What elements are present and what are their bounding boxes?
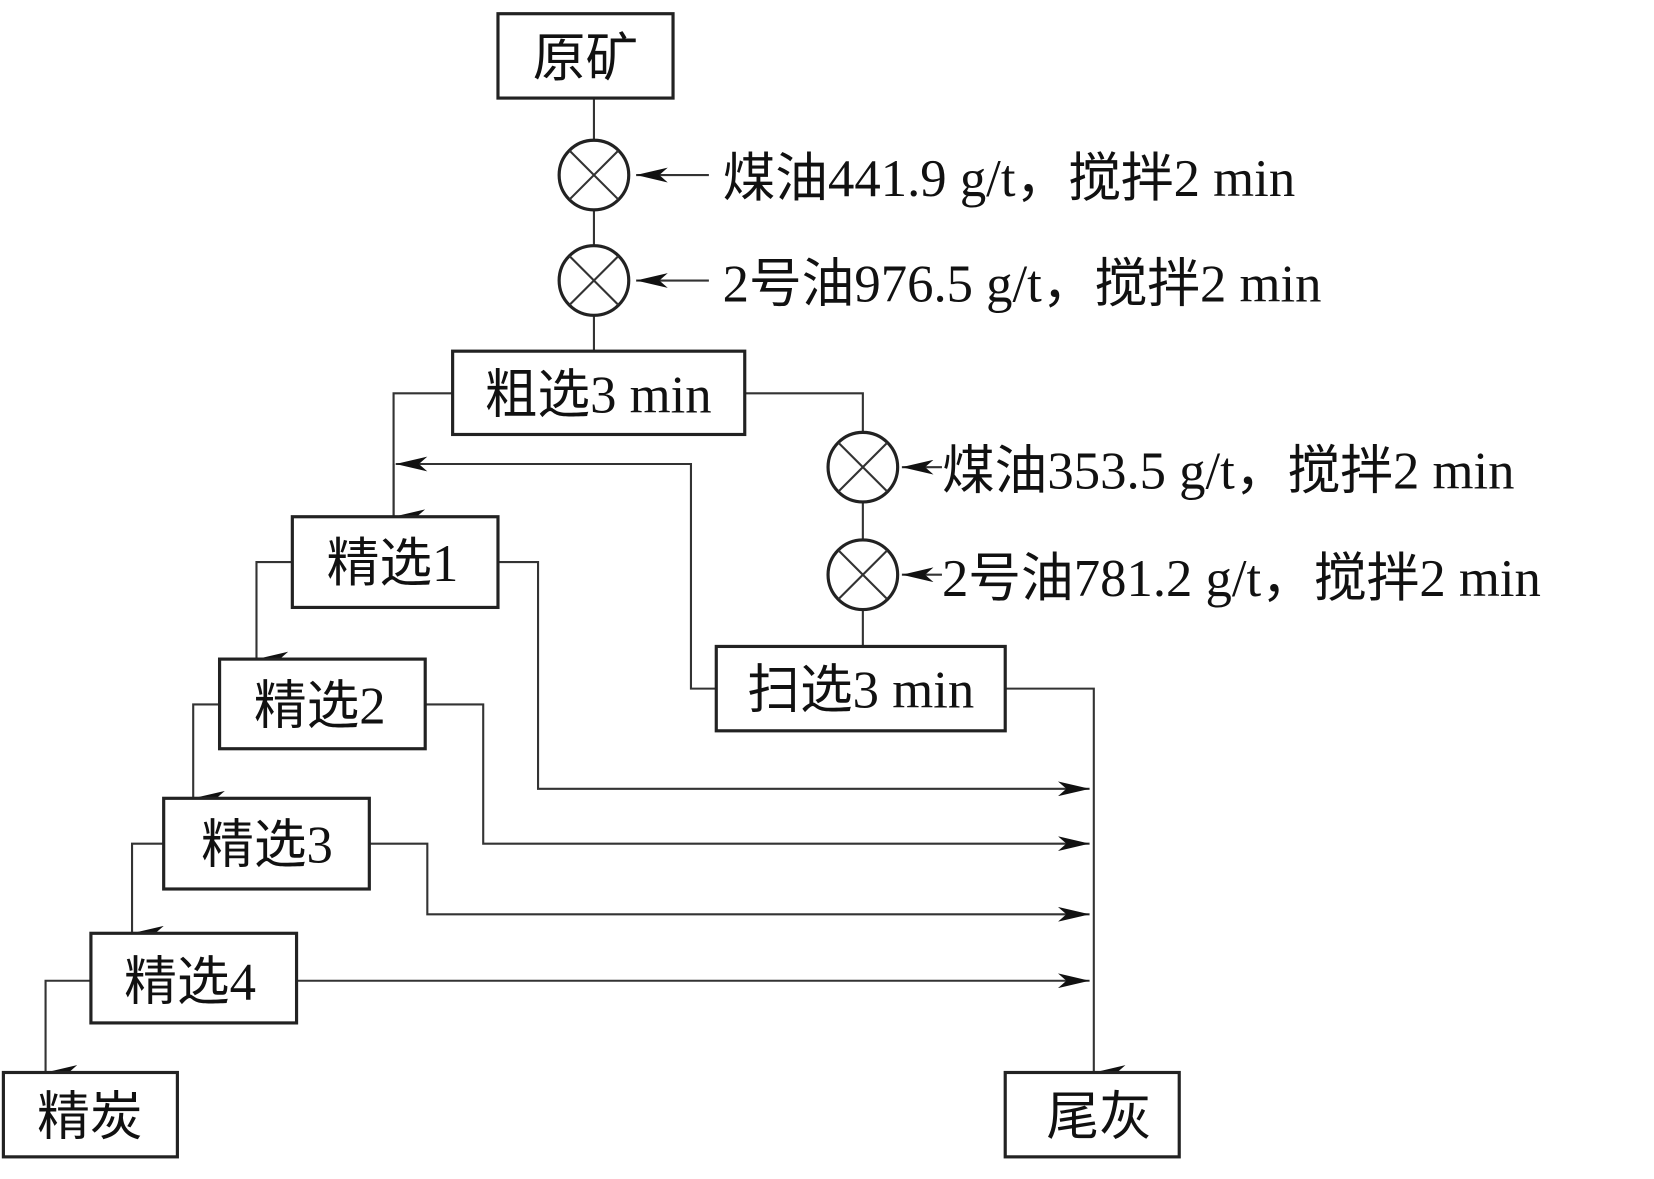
svg-text:精选3: 精选3 — [201, 817, 333, 875]
node-cleaner1: 精选1 — [290, 515, 500, 610]
mixer-icon — [557, 138, 631, 212]
reagent-label: 煤油441.9 g/t，搅拌2 min — [723, 150, 1296, 208]
node-cleaner2: 精选2 — [217, 657, 427, 751]
svg-text:精选1: 精选1 — [327, 535, 459, 593]
svg-text:尾灰: 尾灰 — [1046, 1089, 1151, 1147]
node-concentrate: 精炭 — [1, 1070, 179, 1159]
node-cleaner3: 精选3 — [162, 796, 371, 891]
mixer-icon — [557, 244, 631, 317]
mixer-icon — [826, 430, 900, 504]
svg-text:精炭: 精炭 — [37, 1089, 142, 1147]
node-raw-ore: 原矿 — [496, 12, 675, 100]
flow-lines — [44, 98, 1126, 1080]
svg-text:精选2: 精选2 — [254, 677, 386, 735]
node-rougher: 粗选3 min — [451, 349, 747, 437]
svg-text:精选4: 精选4 — [124, 954, 256, 1012]
reagent-label: 2号油781.2 g/t，搅拌2 min — [942, 550, 1541, 608]
node-scavenger: 扫选3 min — [714, 644, 1007, 733]
reagent-label: 2号油976.5 g/t，搅拌2 min — [723, 256, 1322, 314]
svg-text:原矿: 原矿 — [533, 30, 638, 88]
reagent-label: 煤油353.5 g/t，搅拌2 min — [942, 442, 1515, 500]
mixer-icon — [826, 538, 900, 612]
svg-text:粗选3 min: 粗选3 min — [485, 366, 712, 424]
node-tailings: 尾灰 — [1003, 1070, 1181, 1159]
svg-text:扫选3 min: 扫选3 min — [747, 662, 974, 720]
node-cleaner4: 精选4 — [89, 931, 299, 1025]
